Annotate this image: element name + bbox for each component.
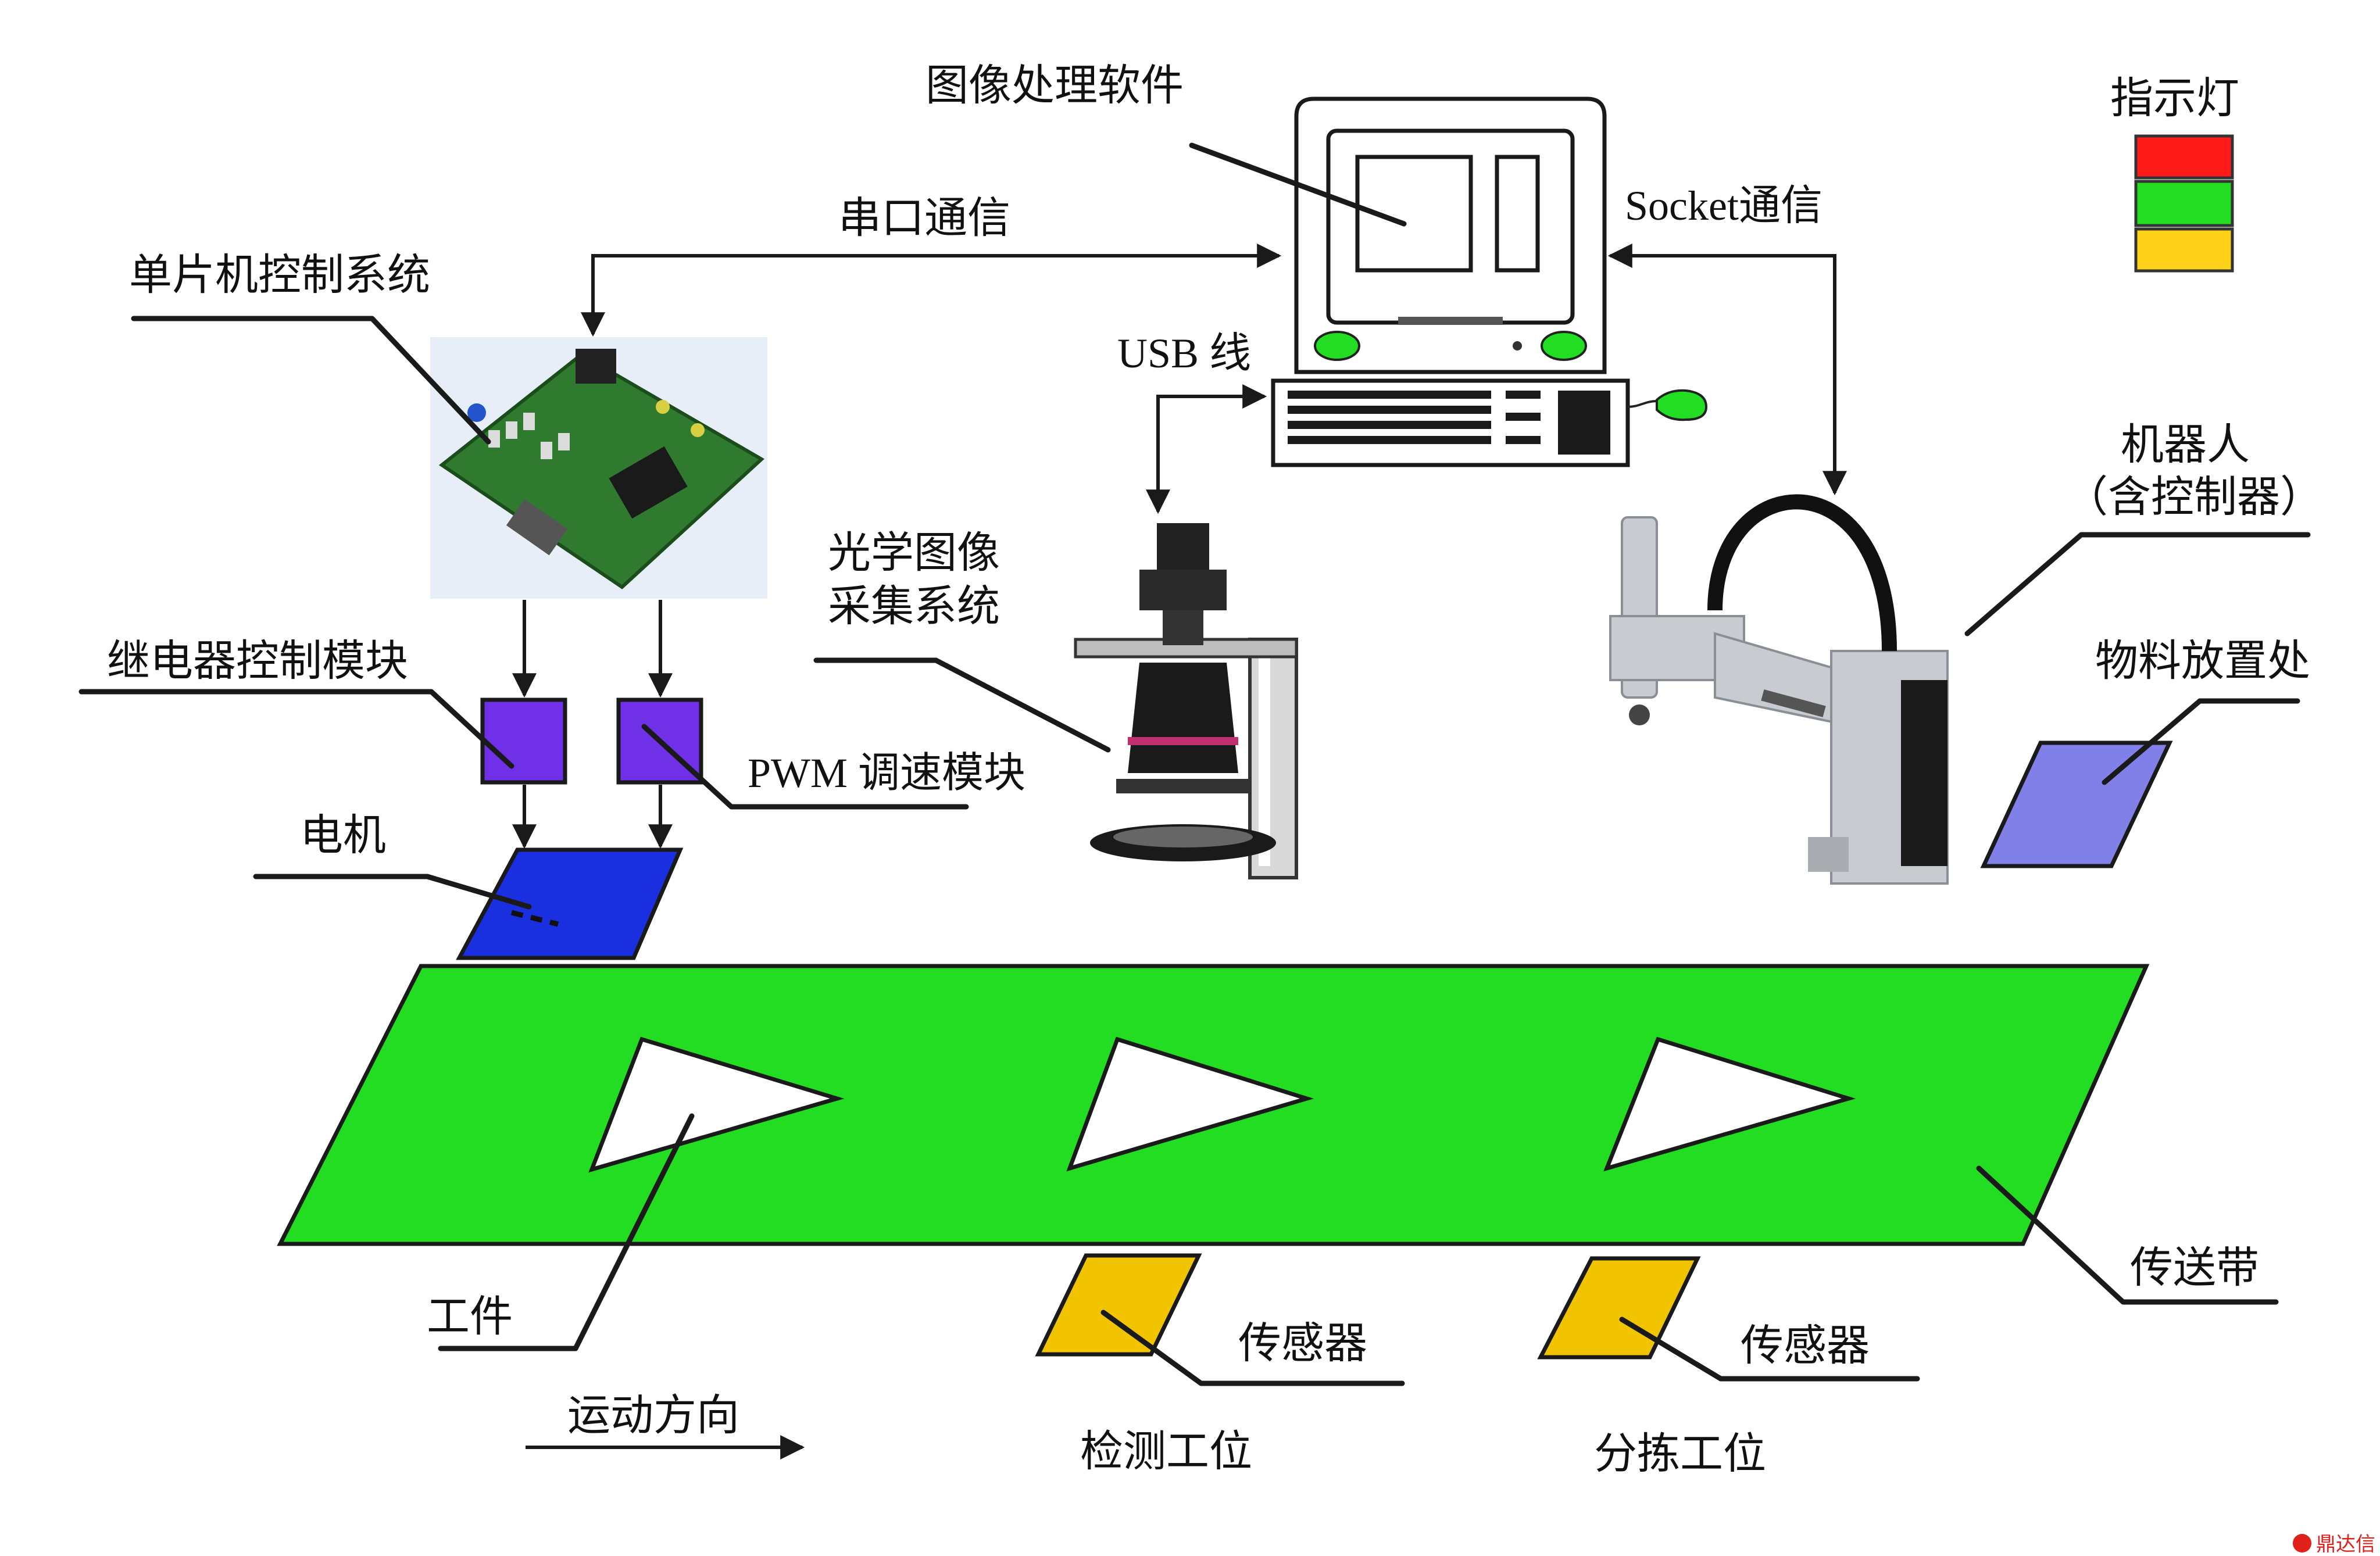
usb-cable-arrow	[1146, 384, 1267, 514]
workpiece-1	[588, 1036, 845, 1173]
relay-module-box	[480, 697, 567, 785]
label-pwm-module: PWM 调速模块	[748, 750, 1025, 796]
socket-comm-arrow	[1607, 244, 1847, 496]
label-usb-cable: USB 线	[1117, 330, 1251, 377]
label-serial-comm: 串口通信	[838, 193, 1010, 243]
workpiece-2	[1066, 1036, 1314, 1172]
label-optical-line1: 光学图像	[828, 528, 1000, 578]
label-mcu-system: 单片机控制系统	[129, 250, 430, 300]
leader-motor	[253, 874, 532, 910]
mouse-icon	[1627, 389, 1708, 421]
sensor-detect-station	[1035, 1253, 1202, 1357]
leader-mcu	[131, 316, 491, 445]
label-motor: 电机	[300, 810, 386, 860]
leader-pwm	[641, 724, 969, 810]
workpiece-3	[1603, 1036, 1856, 1172]
watermark-logo: 鼎达信	[2293, 1533, 2375, 1556]
label-relay-module: 继电器控制模块	[107, 636, 408, 686]
camera-rig-icon	[1074, 523, 1298, 879]
label-motion-direction: 运动方向	[567, 1390, 739, 1440]
label-robot-line1: 机器人	[2121, 420, 2250, 470]
indicator-light-green	[2134, 180, 2234, 227]
leader-material	[2102, 698, 2300, 785]
label-conveyor: 传送带	[2130, 1243, 2259, 1293]
computer-icon	[1294, 96, 1607, 374]
motor-block	[456, 847, 684, 960]
leader-workpiece	[438, 1113, 695, 1351]
serial-comm-arrow	[581, 244, 1282, 337]
leader-optical	[813, 657, 1111, 753]
svg-text:鼎达信: 鼎达信	[2316, 1533, 2375, 1556]
indicator-light-yellow	[2134, 227, 2234, 273]
label-sensor-sort: 传感器	[1741, 1321, 1870, 1371]
sensor-sort-station	[1537, 1256, 1701, 1360]
label-material-place: 物料放置处	[2095, 636, 2310, 686]
leader-image-software	[1189, 142, 1407, 227]
keyboard-icon	[1271, 378, 1630, 467]
label-optical-line2: 采集系统	[828, 581, 1000, 631]
label-robot-line2: （含控制器）	[2065, 472, 2323, 522]
label-image-software: 图像处理软件	[925, 60, 1184, 110]
label-socket-comm: Socket通信	[1625, 183, 1822, 229]
scara-robot-icon	[1609, 494, 1949, 885]
leader-relay	[78, 689, 514, 769]
label-sort-station: 分拣工位	[1594, 1429, 1766, 1479]
material-place-block	[1980, 741, 2173, 868]
label-sensor-detect: 传感器	[1238, 1318, 1367, 1368]
pcb-board-icon	[430, 337, 767, 599]
label-workpiece: 工件	[427, 1292, 513, 1342]
label-indicator-light: 指示灯	[2110, 73, 2239, 123]
indicator-light-red	[2134, 134, 2234, 180]
leader-robot	[1964, 532, 2311, 636]
label-detect-station: 检测工位	[1080, 1426, 1252, 1476]
leader-sensor-sort	[1619, 1317, 1920, 1382]
leader-conveyor	[1976, 1165, 2279, 1305]
leader-sensor-detect	[1100, 1310, 1405, 1386]
